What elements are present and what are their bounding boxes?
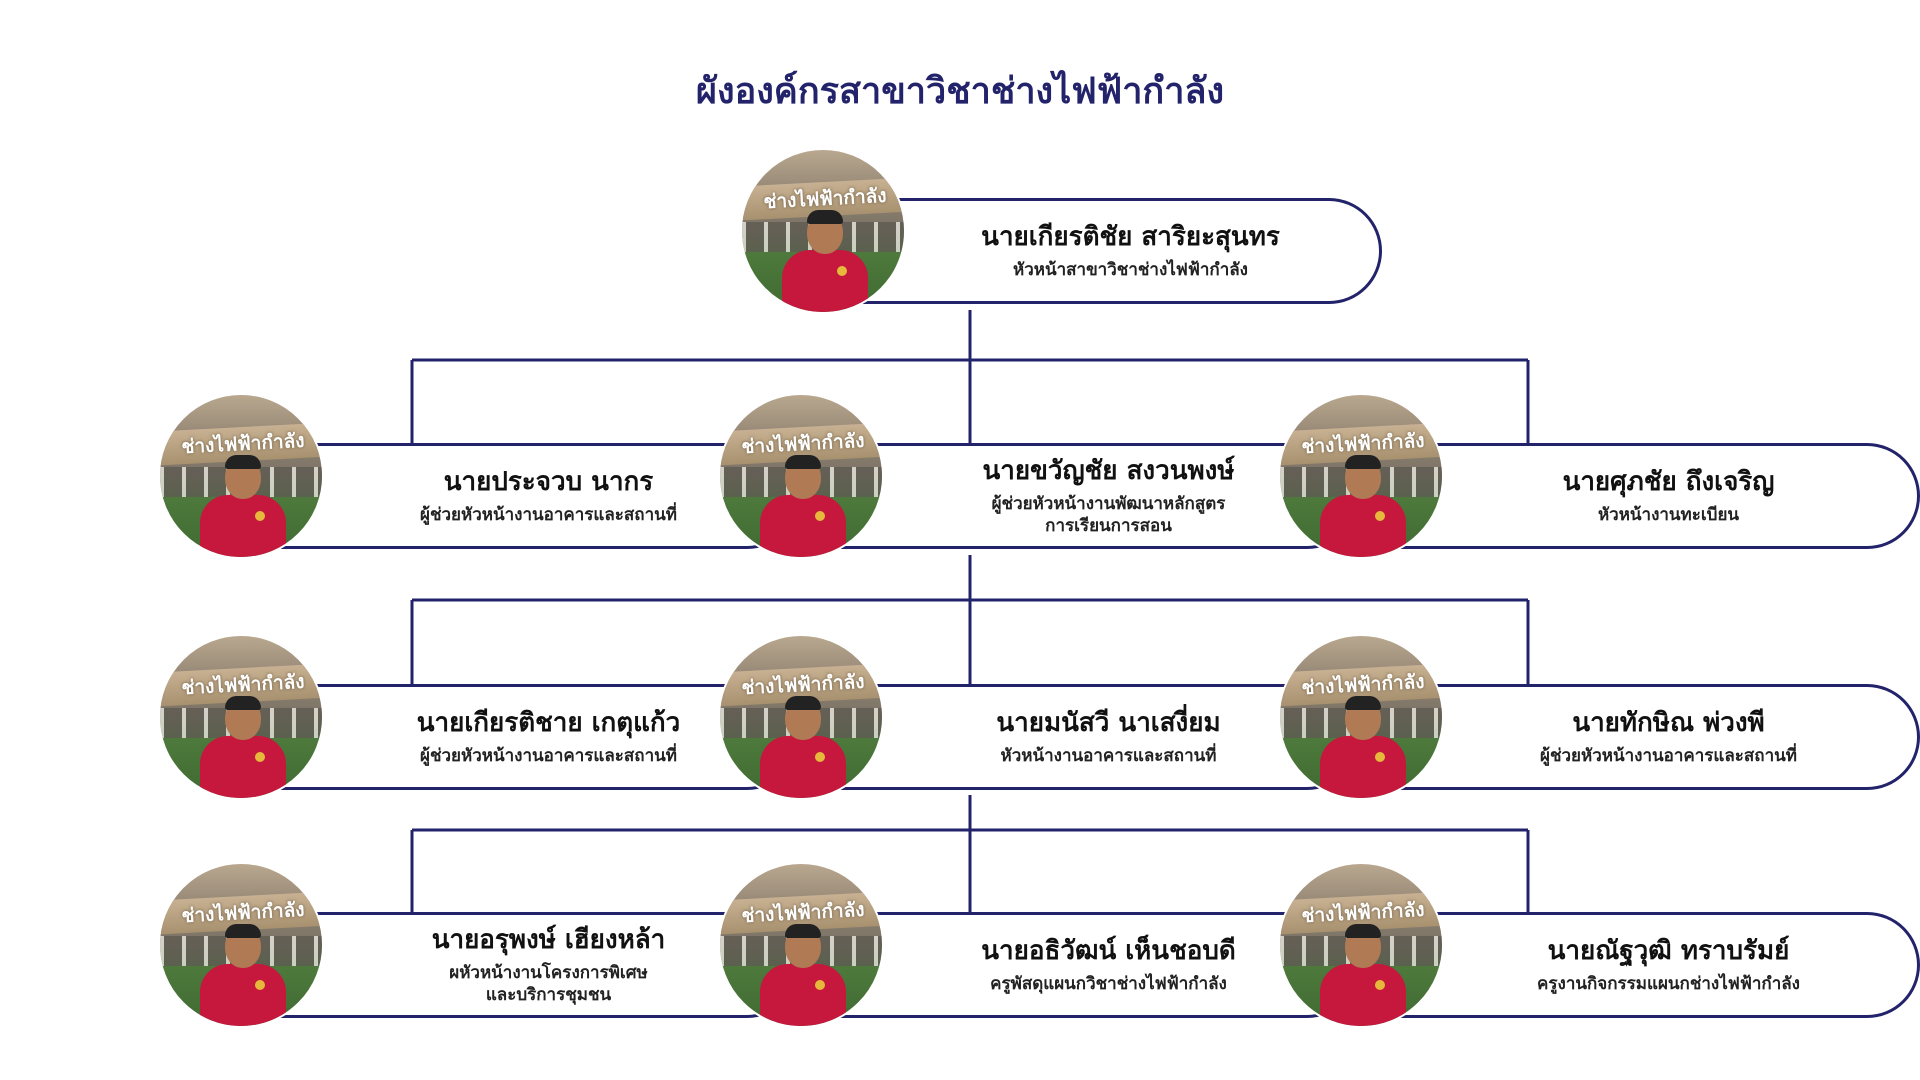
person-name: นายณัฐวุฒิ ทราบรัมย์ <box>1547 935 1790 966</box>
name-card: นายอรุพงษ์ เฮียงหล้า ผหัวหน้างานโครงการพ… <box>238 912 800 1018</box>
person-name: นายอธิวัฒน์ เห็นชอบดี <box>981 935 1236 966</box>
org-node-member: นายมนัสวี นาเสงี่ยม หัวหน้างานอาคารและสถ… <box>718 634 1378 804</box>
person-name: นายอรุพงษ์ เฮียงหล้า <box>431 924 666 955</box>
person-role: หัวหน้าสาขาวิชาช่างไฟฟ้ากำลัง <box>1013 260 1248 281</box>
person-role: ผู้ช่วยหัวหน้างานอาคารและสถานที่ <box>420 505 677 526</box>
person-photo-icon: ช่างไฟฟ้ากำลัง <box>1278 862 1444 1028</box>
person-photo-icon: ช่างไฟฟ้ากำลัง <box>718 393 884 559</box>
person-role: ครูงานกิจกรรมแผนกช่างไฟฟ้ากำลัง <box>1537 974 1800 995</box>
person-photo-icon: ช่างไฟฟ้ากำลัง <box>718 862 884 1028</box>
person-name: นายทักษิณ พ่วงพี <box>1572 707 1765 738</box>
name-card: นายประจวบ นากร ผู้ช่วยหัวหน้างานอาคารและ… <box>238 443 800 549</box>
person-name: นายมนัสวี นาเสงี่ยม <box>996 707 1221 738</box>
org-node-member: นายขวัญชัย สงวนพงษ์ ผู้ช่วยหัวหน้างานพัฒ… <box>718 393 1378 563</box>
person-name: นายเกียรติชัย สาริยะสุนทร <box>981 221 1280 252</box>
person-photo-icon: ช่างไฟฟ้ากำลัง <box>158 634 324 800</box>
person-photo-icon: ช่างไฟฟ้ากำลัง <box>158 862 324 1028</box>
person-photo-icon: ช่างไฟฟ้ากำลัง <box>1278 634 1444 800</box>
person-photo-icon: ช่างไฟฟ้ากำลัง <box>740 148 906 314</box>
person-role: หัวหน้างานอาคารและสถานที่ <box>1000 746 1217 767</box>
name-card: นายเกียรติชาย เกตุแก้ว ผู้ช่วยหัวหน้างาน… <box>238 684 800 790</box>
name-card: นายเกียรติชัย สาริยะสุนทร หัวหน้าสาขาวิช… <box>820 198 1382 304</box>
person-name: นายเกียรติชาย เกตุแก้ว <box>416 707 681 738</box>
org-node-member: นายอรุพงษ์ เฮียงหล้า ผหัวหน้างานโครงการพ… <box>158 862 818 1032</box>
chart-title: ผังองค์กรสาขาวิชาช่างไฟฟ้ากำลัง <box>695 71 1225 112</box>
person-photo-icon: ช่างไฟฟ้ากำลัง <box>718 634 884 800</box>
person-name: นายประจวบ นากร <box>443 466 654 497</box>
name-card: นายขวัญชัย สงวนพงษ์ ผู้ช่วยหัวหน้างานพัฒ… <box>798 443 1360 549</box>
org-node-member: นายทักษิณ พ่วงพี ผู้ช่วยหัวหน้างานอาคารแ… <box>1278 634 1920 804</box>
person-role: ครูพัสดุแผนกวิชาช่างไฟฟ้ากำลัง <box>990 974 1227 995</box>
person-role: ผู้ช่วยหัวหน้างานอาคารและสถานที่ <box>420 746 677 767</box>
org-node-member: นายณัฐวุฒิ ทราบรัมย์ ครูงานกิจกรรมแผนกช่… <box>1278 862 1920 1032</box>
person-role: ผู้ช่วยหัวหน้างานพัฒนาหลักสูตร การเรียนก… <box>991 494 1226 537</box>
name-card: นายศุภชัย ถึงเจริญ หัวหน้างานทะเบียน <box>1358 443 1920 549</box>
person-photo-icon: ช่างไฟฟ้ากำลัง <box>158 393 324 559</box>
name-card: นายณัฐวุฒิ ทราบรัมย์ ครูงานกิจกรรมแผนกช่… <box>1358 912 1920 1018</box>
org-node-member: นายอธิวัฒน์ เห็นชอบดี ครูพัสดุแผนกวิชาช่… <box>718 862 1378 1032</box>
name-card: นายทักษิณ พ่วงพี ผู้ช่วยหัวหน้างานอาคารแ… <box>1358 684 1920 790</box>
person-photo-icon: ช่างไฟฟ้ากำลัง <box>1278 393 1444 559</box>
org-node-member: นายประจวบ นากร ผู้ช่วยหัวหน้างานอาคารและ… <box>158 393 818 563</box>
org-node-head: นายเกียรติชัย สาริยะสุนทร หัวหน้าสาขาวิช… <box>740 148 1400 318</box>
name-card: นายมนัสวี นาเสงี่ยม หัวหน้างานอาคารและสถ… <box>798 684 1360 790</box>
org-node-member: นายเกียรติชาย เกตุแก้ว ผู้ช่วยหัวหน้างาน… <box>158 634 818 804</box>
person-role: หัวหน้างานทะเบียน <box>1597 505 1740 526</box>
person-name: นายศุภชัย ถึงเจริญ <box>1562 466 1775 497</box>
org-node-member: นายศุภชัย ถึงเจริญ หัวหน้างานทะเบียน ช่า… <box>1278 393 1920 563</box>
person-name: นายขวัญชัย สงวนพงษ์ <box>982 455 1235 486</box>
person-role: ผู้ช่วยหัวหน้างานอาคารและสถานที่ <box>1540 746 1797 767</box>
person-role: ผหัวหน้างานโครงการพิเศษ และบริการชุมชน <box>449 963 648 1006</box>
